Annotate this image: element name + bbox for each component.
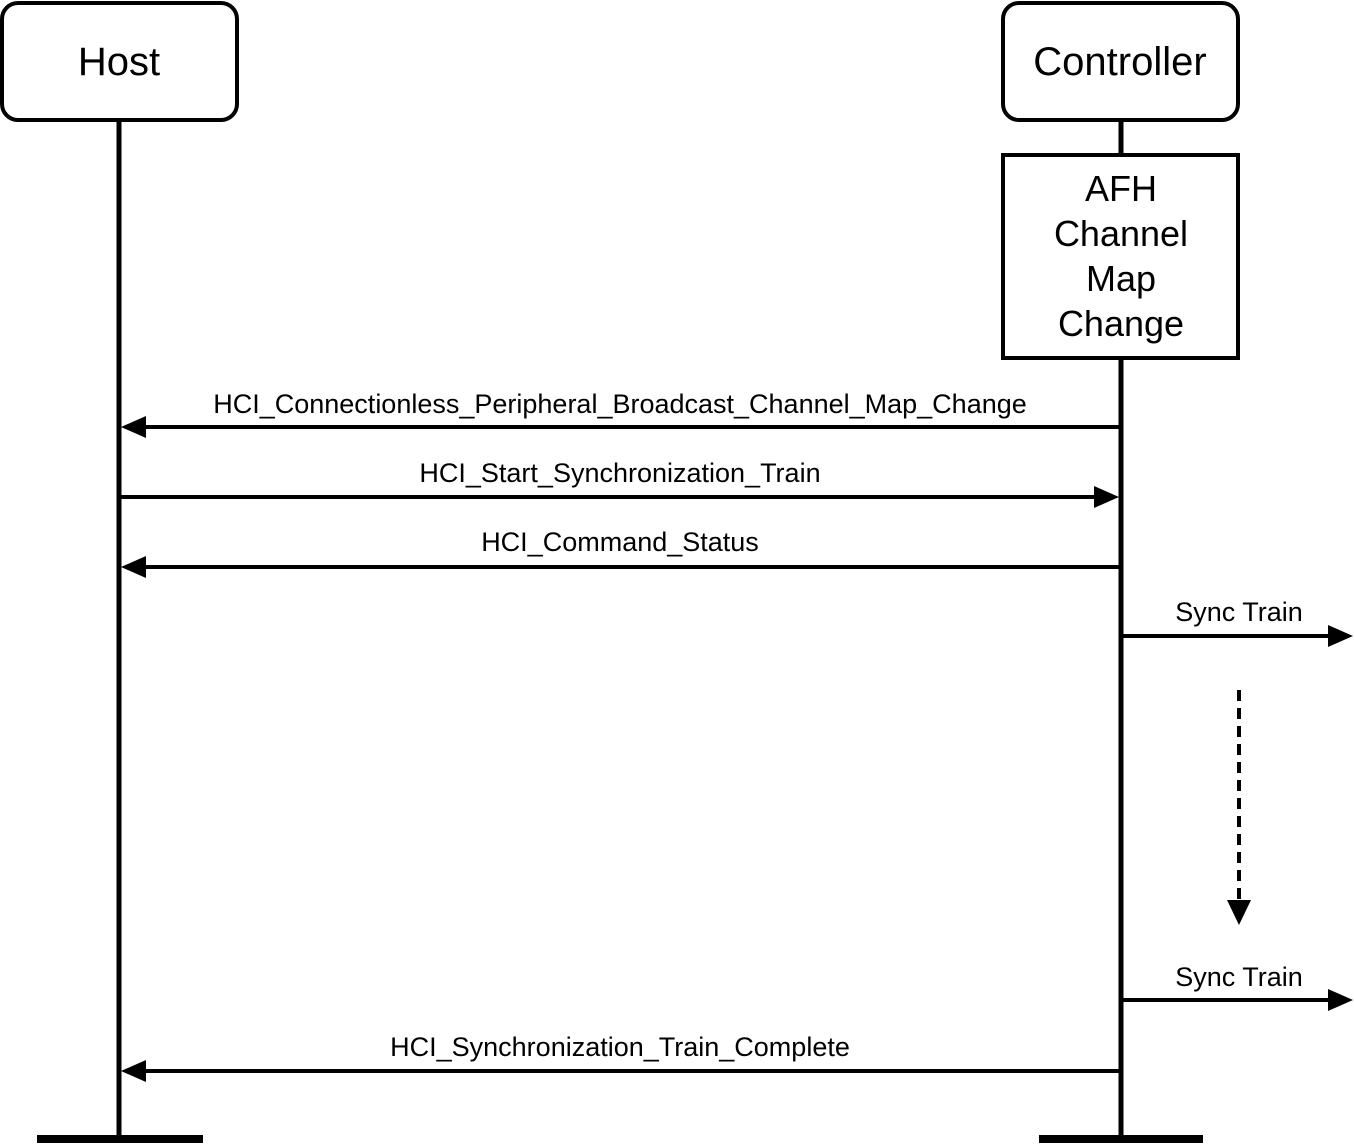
note-line-3: Map: [1086, 258, 1156, 299]
note-line-2: Channel: [1054, 213, 1188, 254]
arrowhead-left-icon: [121, 1060, 146, 1082]
participant-controller-box: [1001, 1, 1240, 122]
participant-host-label: Host: [78, 40, 160, 84]
message-label: HCI_Start_Synchronization_Train: [419, 458, 820, 488]
message-label: HCI_Connectionless_Peripheral_Broadcast_…: [213, 389, 1027, 419]
message-channel-map-change: HCI_Connectionless_Peripheral_Broadcast_…: [121, 389, 1119, 438]
arrowhead-left-icon: [121, 416, 146, 438]
continuation-arrow: [1227, 690, 1251, 925]
note-box: [1001, 153, 1240, 360]
message-label: HCI_Command_Status: [481, 527, 759, 557]
message-sync-train-last: Sync Train: [1123, 962, 1353, 1011]
arrowhead-right-icon: [1094, 486, 1119, 508]
note-line-1: AFH: [1085, 168, 1157, 209]
participant-host: Host: [0, 1, 239, 122]
message-command-status: HCI_Command_Status: [121, 527, 1119, 578]
arrowhead-right-icon: [1328, 625, 1353, 647]
arrowhead-down-icon: [1227, 900, 1251, 925]
message-label: Sync Train: [1175, 962, 1303, 992]
message-sync-train-complete: HCI_Synchronization_Train_Complete: [121, 1032, 1119, 1082]
participant-host-box: [0, 1, 239, 122]
note-afh-channel-map-change: AFH Channel Map Change: [1001, 153, 1240, 360]
participant-controller-label: Controller: [1033, 40, 1206, 84]
message-label: Sync Train: [1175, 597, 1303, 627]
note-line-4: Change: [1058, 303, 1184, 344]
arrowhead-right-icon: [1328, 989, 1353, 1011]
message-sync-train-first: Sync Train: [1123, 597, 1353, 647]
arrowhead-left-icon: [121, 556, 146, 578]
participant-controller: Controller: [1001, 1, 1240, 122]
message-start-sync-train: HCI_Start_Synchronization_Train: [121, 458, 1119, 508]
message-label: HCI_Synchronization_Train_Complete: [390, 1032, 850, 1062]
